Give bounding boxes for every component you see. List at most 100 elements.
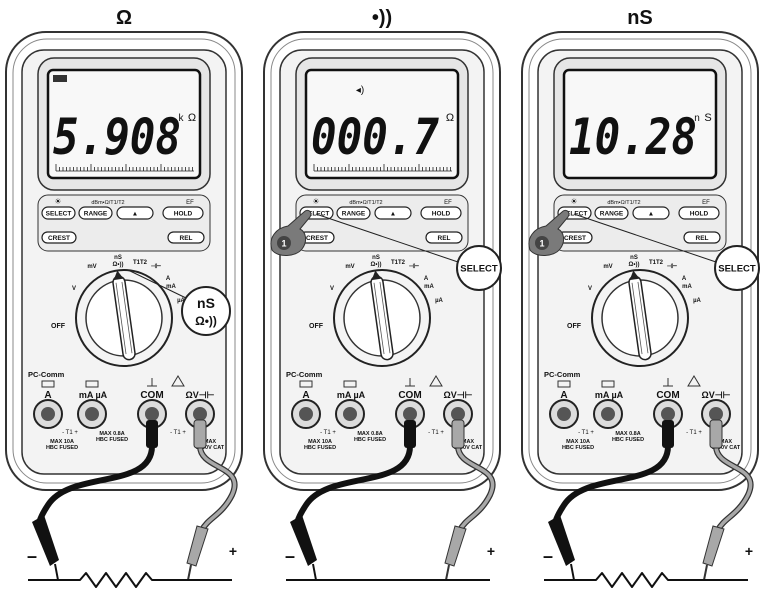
hold-button-face[interactable] <box>678 206 720 220</box>
a-jack-rating: MAX 10A <box>566 439 590 445</box>
rel-button-face[interactable] <box>167 231 205 244</box>
up-button-label: ▲ <box>648 210 654 217</box>
jack-label-v-ohm: ΩV⊣⊢ <box>702 390 731 400</box>
red-probe[interactable] <box>702 525 725 567</box>
dial-position-label: OFF <box>309 323 324 330</box>
jack-label-com: COM <box>656 390 679 401</box>
range-button-face[interactable] <box>336 206 371 220</box>
red-lead-plug <box>193 419 207 449</box>
ma-jack-rating: MAX 0.8A <box>615 431 640 437</box>
temperature-polarity-label: - T1 + <box>170 430 186 436</box>
dial-position-label: OFF <box>51 323 66 330</box>
hold-button[interactable]: HOLD <box>420 206 462 220</box>
range-button-face[interactable] <box>594 206 629 220</box>
ma-ua-jack-socket <box>343 407 357 421</box>
red-probe-tip <box>187 564 192 581</box>
callout-text: Ω•)) <box>195 314 217 328</box>
red-probe-tip <box>703 564 708 581</box>
black-probe-tip <box>312 563 317 581</box>
resistor-icon <box>544 572 748 588</box>
v-ohm-jack-socket <box>193 407 207 421</box>
lcd-reading: 5.908 <box>53 108 181 166</box>
range-button-label: RANGE <box>600 210 624 217</box>
ma-ua-jack-socket <box>85 407 99 421</box>
temperature-polarity-label: - T1 + <box>62 430 78 436</box>
callout-leader <box>315 213 459 263</box>
up-button-label: ▲ <box>132 210 138 217</box>
range-button[interactable]: RANGE <box>336 206 371 220</box>
dial-position-label: T1T2 <box>391 260 406 266</box>
jack-label-v-ohm: ΩV⊣⊢ <box>186 390 215 400</box>
black-probe[interactable] <box>32 515 59 566</box>
black-probe[interactable] <box>548 515 575 566</box>
range-button[interactable]: RANGE <box>594 206 629 220</box>
step-badge <box>535 236 549 250</box>
hold-button-face[interactable] <box>162 206 204 220</box>
dial-position-label: µA <box>435 298 443 304</box>
dial-position-label: V <box>588 286 592 292</box>
red-probe[interactable] <box>444 525 467 567</box>
crest-button-face[interactable] <box>41 231 77 244</box>
ef-legend: EF <box>186 200 194 206</box>
up-button-face[interactable] <box>632 206 670 220</box>
up-button[interactable]: ▲ <box>632 206 670 220</box>
ma-ua-jack-socket <box>601 407 615 421</box>
dial-pointer-arrow-icon <box>629 270 640 281</box>
range-button-face[interactable] <box>78 206 113 220</box>
a-jack-rating: HBC FUSED <box>46 445 78 451</box>
lcd-reading: 000.7 <box>311 108 439 166</box>
dial-position-label: µA <box>177 298 185 304</box>
backlight-icon: ☀ <box>54 197 61 206</box>
red-probe[interactable] <box>186 525 209 567</box>
up-button[interactable]: ▲ <box>374 206 412 220</box>
backlight-icon: ☀ <box>312 197 319 206</box>
rel-button[interactable]: REL <box>683 231 721 244</box>
hold-button-label: HOLD <box>174 210 193 217</box>
jack-label-com: COM <box>398 390 421 401</box>
select-button[interactable]: SELECT <box>41 206 76 220</box>
backlight-icon: ☀ <box>570 197 577 206</box>
fuse-icon <box>299 380 313 388</box>
com-jack-socket <box>661 407 675 421</box>
select-button-face[interactable] <box>41 206 76 220</box>
up-button[interactable]: ▲ <box>116 206 154 220</box>
jack-label-ma-ua: mA µA <box>337 390 366 400</box>
rel-button[interactable]: REL <box>425 231 463 244</box>
warning-icon <box>171 375 185 387</box>
rel-button[interactable]: REL <box>167 231 205 244</box>
hold-button-label: HOLD <box>690 210 709 217</box>
rotary-dial-pointer[interactable] <box>111 270 136 361</box>
dial-position-label: A <box>682 276 687 282</box>
crest-button[interactable]: CREST <box>41 231 77 244</box>
red-test-lead <box>714 444 753 532</box>
step-number: 1 <box>281 239 286 249</box>
hold-button[interactable]: HOLD <box>678 206 720 220</box>
ma-jack-rating: MAX 0.8A <box>99 431 124 437</box>
callout-text: SELECT <box>460 264 498 275</box>
up-button-face[interactable] <box>374 206 412 220</box>
rel-button-face[interactable] <box>425 231 463 244</box>
select-mode-legend: dBm•Ω/T1/T2 <box>349 200 382 206</box>
rotary-dial-pointer[interactable] <box>369 270 394 361</box>
hold-button-face[interactable] <box>420 206 462 220</box>
black-probe[interactable] <box>290 515 317 566</box>
negative-sign: – <box>285 546 295 566</box>
red-test-lead <box>456 444 495 532</box>
v-ohm-jack-socket <box>709 407 723 421</box>
up-button-face[interactable] <box>116 206 154 220</box>
dial-position-label: nS <box>114 255 122 261</box>
fuse-icon <box>601 380 615 388</box>
range-button[interactable]: RANGE <box>78 206 113 220</box>
hold-button[interactable]: HOLD <box>162 206 204 220</box>
black-probe-tip <box>54 563 59 581</box>
rel-button-face[interactable] <box>683 231 721 244</box>
dial-pointer-arrow-icon <box>113 270 124 281</box>
v-jack-rating: 1000V CAT <box>196 445 225 451</box>
lcd-unit-prefix: k <box>179 113 185 124</box>
dial-position-label: A <box>424 276 429 282</box>
dial-position-label: mV <box>603 264 612 270</box>
select-mode-legend: dBm•Ω/T1/T2 <box>91 200 124 206</box>
ef-legend: EF <box>444 200 452 206</box>
rotary-dial-pointer[interactable] <box>627 270 652 361</box>
